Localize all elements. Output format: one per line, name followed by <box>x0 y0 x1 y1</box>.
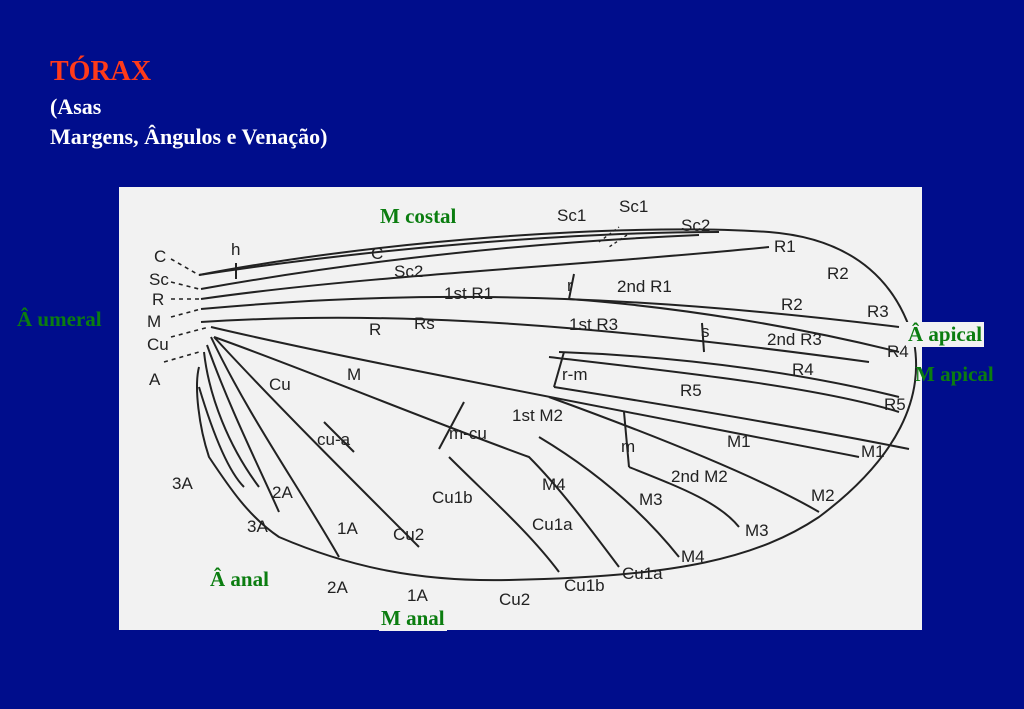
s-crossvein <box>701 322 705 353</box>
label-c-inner: C <box>371 244 383 263</box>
wing-diagram-panel: Sc1 Sc1 Sc2 R1 R2 R3 R4 R5 h C C Sc R M … <box>119 187 922 630</box>
r-crossvein <box>568 273 575 300</box>
r1-vein <box>200 295 900 328</box>
label-cu1a: Cu1a <box>532 515 573 534</box>
label-base-sc: Sc <box>149 270 169 289</box>
label-h: h <box>231 240 240 259</box>
label-1a-b: 1A <box>407 586 428 605</box>
m4-vein <box>538 436 680 558</box>
slide-subtitle-line2: Margens, Ângulos e Venação) <box>50 124 328 149</box>
slide-subtitle-line1: (Asas <box>50 94 102 119</box>
base-leader-lines <box>163 258 210 363</box>
label-inner-r4: R4 <box>792 360 814 379</box>
label-inner-r2: R2 <box>781 295 803 314</box>
label-cu2: Cu2 <box>393 525 424 544</box>
costal-margin-label: M costal <box>378 204 459 229</box>
r4-vein <box>558 351 900 398</box>
m3-vein <box>628 466 740 528</box>
label-rs: Rs <box>414 314 435 333</box>
sc1-leader-lines <box>598 226 628 248</box>
label-outer-m1: M1 <box>861 442 885 461</box>
label-r1: R1 <box>774 237 796 256</box>
subcosta-vein <box>200 234 700 290</box>
label-cu2-b: Cu2 <box>499 590 530 609</box>
label-r-m: r-m <box>562 365 587 384</box>
rs-vein <box>200 316 870 363</box>
wing-venation-diagram: Sc1 Sc1 Sc2 R1 R2 R3 R4 R5 h C C Sc R M … <box>147 197 918 609</box>
label-s: s <box>701 322 710 341</box>
wing-outline <box>196 228 918 582</box>
label-sc2-top: Sc2 <box>681 216 710 235</box>
r5-vein <box>548 356 900 413</box>
m-cu-crossvein <box>438 401 465 450</box>
label-cu: Cu <box>269 375 291 394</box>
label-m-cu: m-cu <box>449 424 487 443</box>
first-anal-vein <box>210 336 340 558</box>
third-anal-vein <box>203 351 260 488</box>
wing-veins <box>163 226 918 582</box>
label-first-r1: 1st R1 <box>444 284 493 303</box>
label-sc1-a: Sc1 <box>557 206 586 225</box>
label-m3: M3 <box>639 490 663 509</box>
r2-vein <box>568 298 900 353</box>
label-base-a: A <box>149 370 161 389</box>
second-anal-vein <box>206 344 280 513</box>
anal-margin-label: M anal <box>379 606 447 631</box>
anal-fold <box>198 386 245 488</box>
m1-vein <box>553 386 910 450</box>
label-sc2-inner: Sc2 <box>394 262 423 281</box>
cu1a-vein <box>213 336 620 568</box>
costa-vein <box>198 231 720 276</box>
cu2-vein <box>213 336 420 548</box>
label-r5: R5 <box>884 395 906 414</box>
label-cu1b: Cu1b <box>432 488 473 507</box>
label-r2: R2 <box>827 264 849 283</box>
label-r3: R3 <box>867 302 889 321</box>
label-base-cu: Cu <box>147 335 169 354</box>
label-base-r: R <box>152 290 164 309</box>
label-cu-a: cu-a <box>317 430 351 449</box>
label-2a: 2A <box>272 483 293 502</box>
humeral-angle-label: Â umeral <box>17 307 102 331</box>
label-3a: 3A <box>172 474 193 493</box>
label-2a-b: 2A <box>327 578 348 597</box>
label-second-r1: 2nd R1 <box>617 277 672 296</box>
label-base-m: M <box>147 312 161 331</box>
cu1b-vein <box>448 456 560 573</box>
cu-a-crossvein <box>323 421 355 453</box>
m-vein <box>210 326 860 458</box>
label-inner-r5: R5 <box>680 381 702 400</box>
label-outer-m4: M4 <box>681 547 705 566</box>
anal-angle-label: Â anal <box>208 567 271 592</box>
label-cu1b-b: Cu1b <box>564 576 605 595</box>
label-first-r3: 1st R3 <box>569 315 618 334</box>
label-base-c: C <box>154 247 166 266</box>
apical-angle-label: Â apical <box>906 322 985 347</box>
label-second-m2: 2nd M2 <box>671 467 728 486</box>
label-r4: R4 <box>887 342 909 361</box>
label-m-cross: m <box>621 437 635 456</box>
label-cu1a-b: Cu1a <box>622 564 663 583</box>
label-second-r3: 2nd R3 <box>767 330 822 349</box>
label-first-m2: 1st M2 <box>512 406 563 425</box>
label-3a-b: 3A <box>247 517 268 536</box>
label-r-cross: r <box>567 276 573 295</box>
r-m-crossvein <box>553 351 565 388</box>
label-outer-m2: M2 <box>811 486 835 505</box>
label-outer-m3: M3 <box>745 521 769 540</box>
wing-vein-labels: Sc1 Sc1 Sc2 R1 R2 R3 R4 R5 h C C Sc R M … <box>147 197 909 609</box>
m2-vein <box>548 396 820 513</box>
m-crossvein <box>623 411 630 468</box>
label-m: M <box>347 365 361 384</box>
label-m4: M4 <box>542 475 566 494</box>
label-r-vein: R <box>369 320 381 339</box>
label-1a: 1A <box>337 519 358 538</box>
apical-margin-label: M apical <box>915 362 994 386</box>
label-inner-m1: M1 <box>727 432 751 451</box>
slide-title: TÓRAX <box>50 56 152 87</box>
sc2-vein <box>200 246 770 300</box>
label-sc1-b: Sc1 <box>619 197 648 216</box>
